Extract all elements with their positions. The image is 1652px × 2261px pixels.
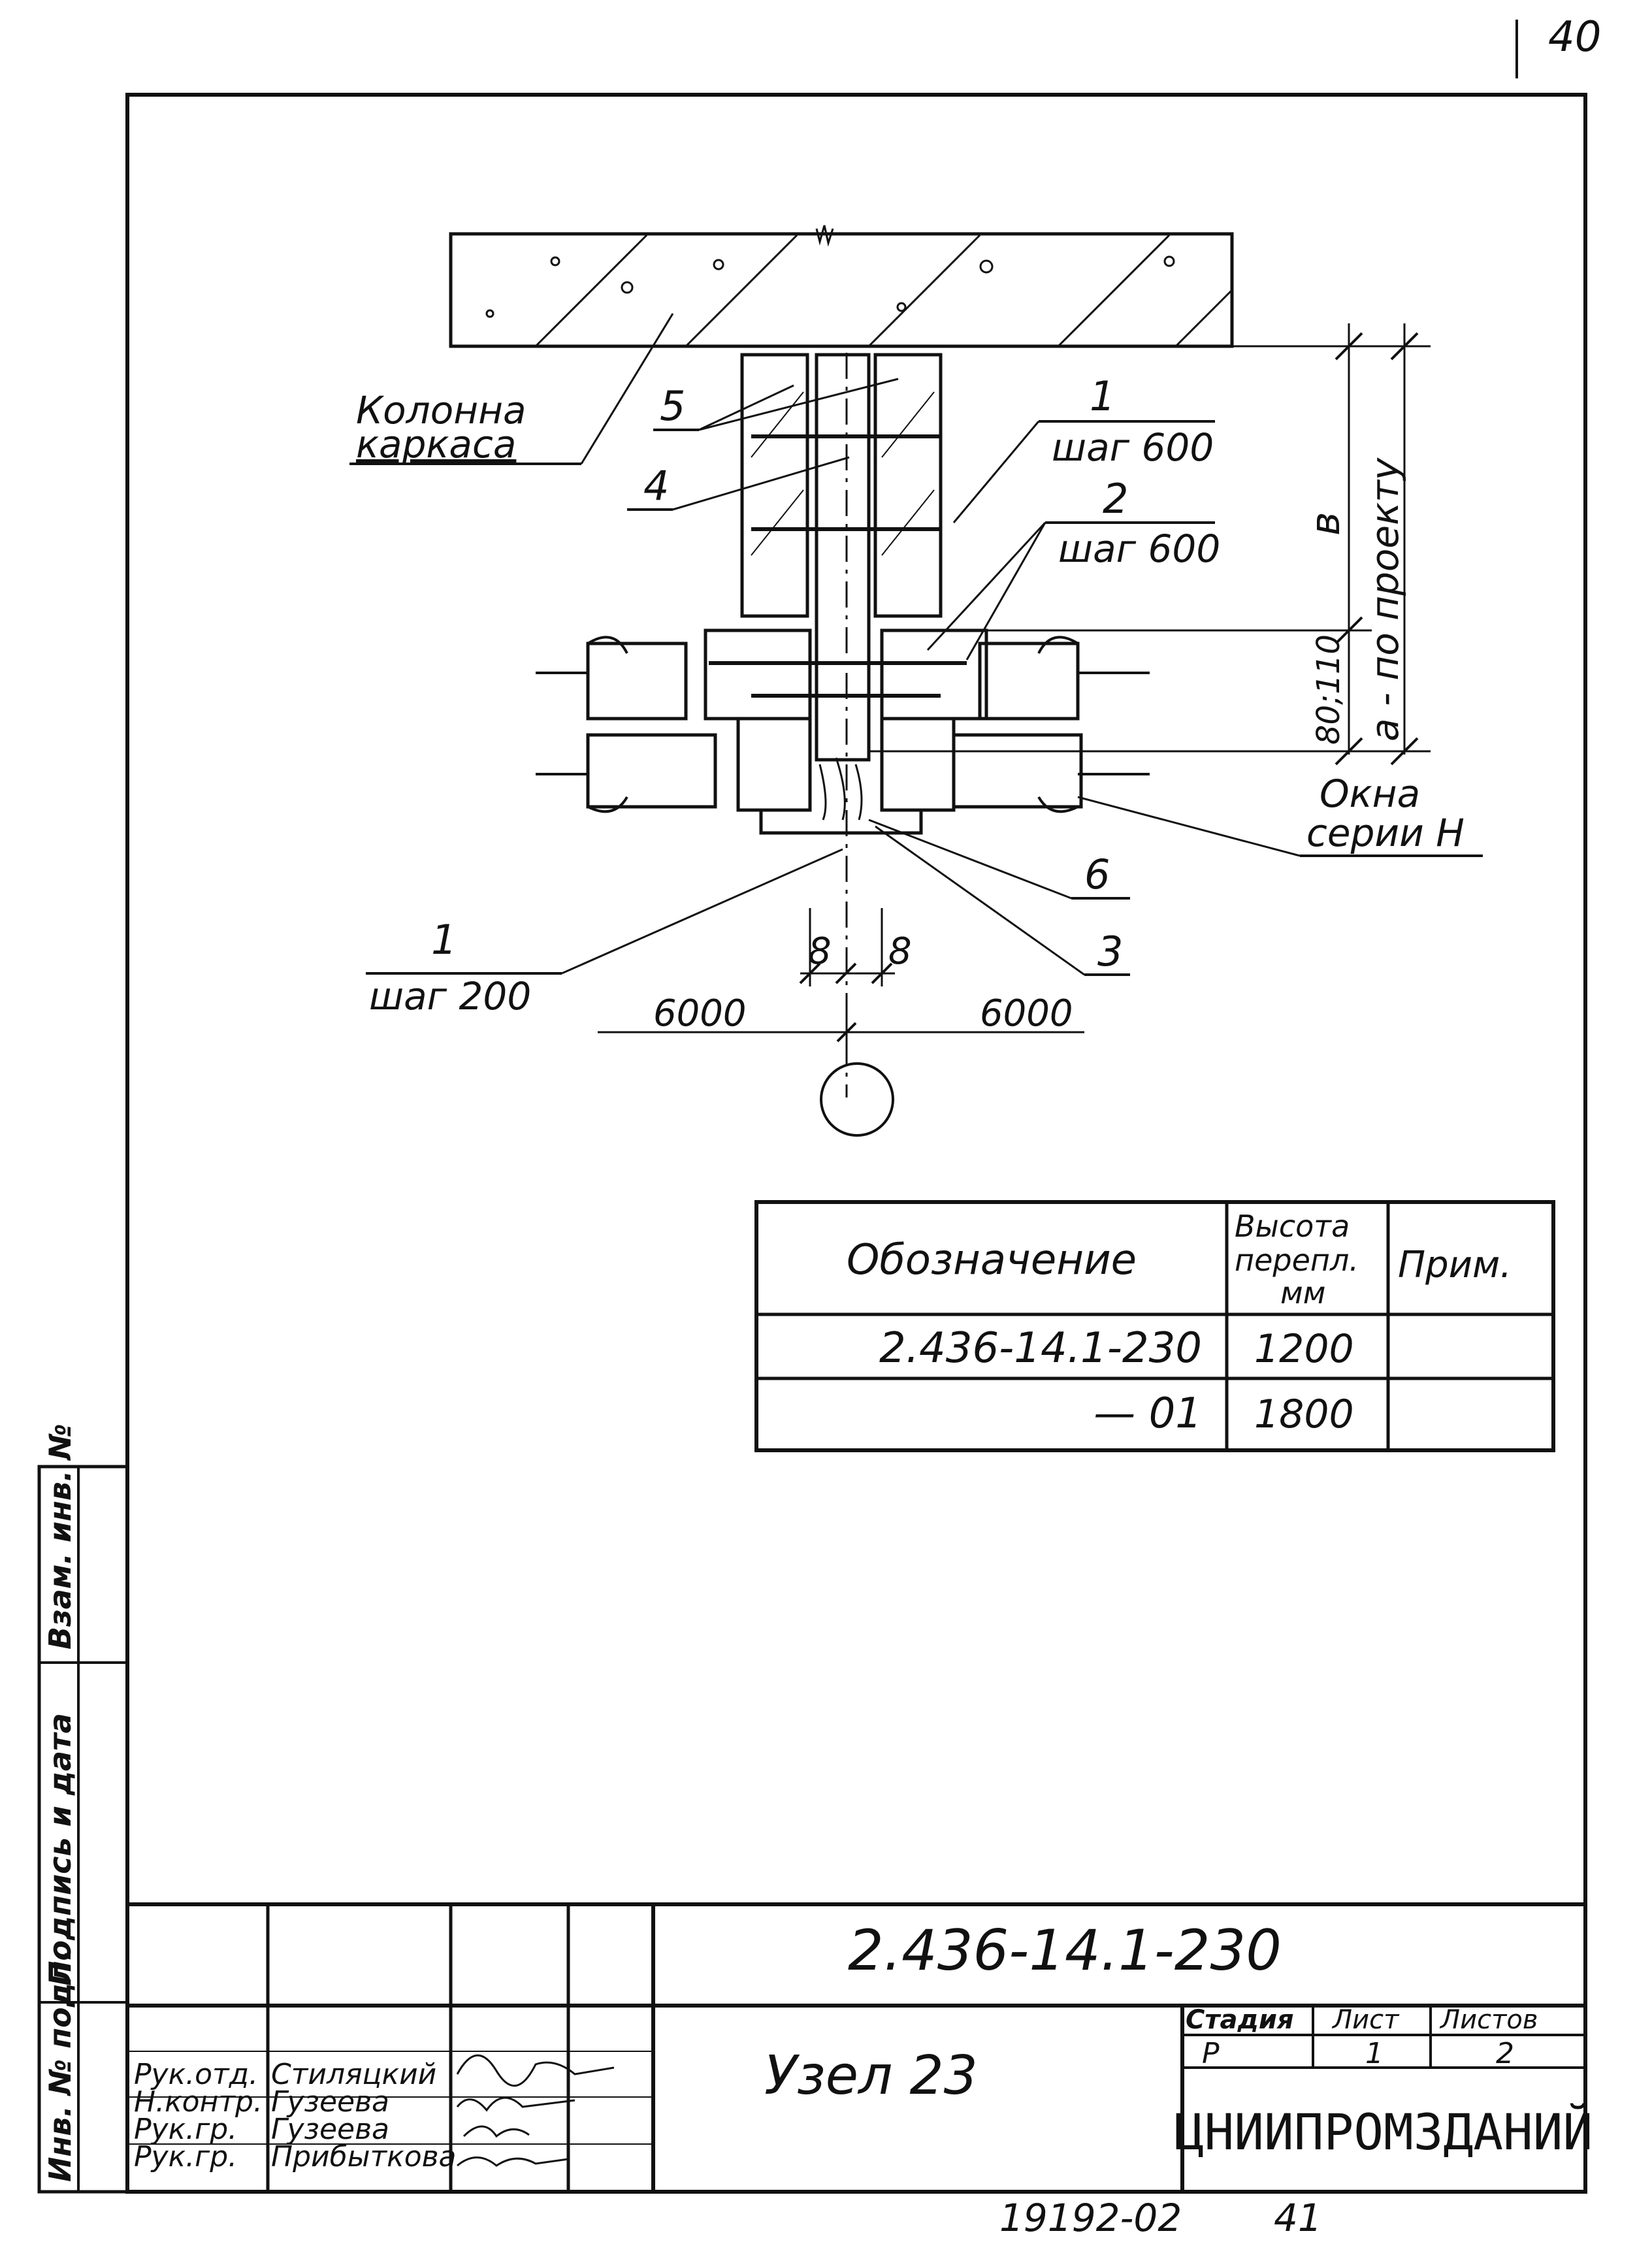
table-header-designation: Обозначение xyxy=(847,1236,1137,1284)
label-pos1-bottom: 1 xyxy=(431,916,457,964)
label-column-line2: каркаса xyxy=(356,422,516,466)
dim-small: 80;110 xyxy=(1310,634,1347,745)
table-header-note: Прим. xyxy=(1398,1244,1512,1286)
sheets-value: 2 xyxy=(1496,2037,1514,2070)
label-pos5: 5 xyxy=(660,382,685,430)
name-3: Гузеева xyxy=(271,2113,389,2146)
name-1: Стиляцкий xyxy=(271,2058,436,2091)
doc-code: 2.436-14.1-230 xyxy=(848,1918,1282,1983)
table-row1-height: 1200 xyxy=(1254,1326,1354,1372)
footer-code: 19192-02 xyxy=(999,2196,1182,2240)
col-sheets-header: Листов xyxy=(1439,2005,1538,2035)
dim-6000-left: 6000 xyxy=(653,992,747,1035)
side-stamp: Взам. инв. № Подпись и дата Инв. № подл. xyxy=(37,1423,129,2194)
label-pos6: 6 xyxy=(1084,851,1110,898)
stamp-signature-date: Подпись и дата xyxy=(42,1713,78,1986)
name-4: Прибыткова xyxy=(271,2140,457,2173)
spec-table: Обозначение Высота перепл. мм Прим. 2.43… xyxy=(754,1200,1555,1452)
stamp-replacement-inv: Взам. инв. № xyxy=(42,1423,78,1650)
table-row2-designation: — 01 xyxy=(1093,1390,1202,1438)
title-block: 2.436-14.1-230 Узел 23 Стадия Лист Листо… xyxy=(127,1902,1593,2240)
label-pos3: 3 xyxy=(1097,928,1123,975)
timber-centre-left xyxy=(815,353,871,762)
timber-right xyxy=(873,353,943,618)
table-header-height-line2: перепл. xyxy=(1235,1243,1359,1278)
dim-6000-right: 6000 xyxy=(980,992,1073,1035)
doc-title: Узел 23 xyxy=(764,2045,978,2107)
table-header-height-line1: Высота xyxy=(1235,1209,1350,1244)
dim-8-left: 8 xyxy=(808,930,832,973)
role-1: Рук.отд. xyxy=(134,2058,258,2091)
label-pos1-top: 1 xyxy=(1090,372,1115,420)
timber-left xyxy=(740,353,809,618)
top-page-number: 40 xyxy=(1548,13,1601,61)
role-4: Рук.гр. xyxy=(134,2140,237,2173)
signature-1 xyxy=(456,2054,615,2087)
signature-4 xyxy=(457,2156,569,2167)
drawing-frame xyxy=(125,93,1587,2194)
stage-value: Р xyxy=(1202,2037,1220,2070)
axis-marker-circle xyxy=(820,1062,894,1137)
table-row2-height: 1800 xyxy=(1254,1391,1354,1437)
table-header-height-line3: мм xyxy=(1280,1275,1325,1310)
col-sheet-header: Лист xyxy=(1331,2005,1400,2035)
label-column-line1: Колонна xyxy=(356,388,526,432)
dim-b: в xyxy=(1301,512,1349,536)
col-stage-header: Стадия xyxy=(1186,2005,1294,2035)
label-window-line2: серии Н xyxy=(1306,811,1465,855)
role-2: Н.контр. xyxy=(134,2085,263,2119)
role-3: Рук.гр. xyxy=(134,2113,237,2146)
label-step2: шаг 600 xyxy=(1058,527,1220,571)
dim-8-right: 8 xyxy=(888,930,912,973)
label-window-line1: Окна xyxy=(1320,772,1420,816)
sheet-value: 1 xyxy=(1365,2037,1384,2070)
organization-name: ЦНИИПРОМЗДАНИЙ xyxy=(1174,2102,1593,2161)
label-pos2: 2 xyxy=(1103,475,1128,523)
label-pos4: 4 xyxy=(643,462,669,510)
table-row1-designation: 2.436-14.1-230 xyxy=(879,1324,1202,1373)
stamp-original-inv: Инв. № подл. xyxy=(42,1949,78,2182)
name-2: Гузеева xyxy=(271,2085,389,2119)
footer-page: 41 xyxy=(1274,2196,1322,2240)
dim-a: а - по проекту xyxy=(1363,457,1407,741)
signature-3 xyxy=(462,2125,530,2138)
label-step1-bottom: шаг 200 xyxy=(369,974,531,1018)
node-drawing: Колонна каркаса 5 4 1 шаг 600 2 шаг 600 … xyxy=(349,225,1483,1137)
label-step1-top: шаг 600 xyxy=(1052,425,1214,470)
signature-2 xyxy=(456,2096,575,2112)
bottom-flashing xyxy=(759,810,923,835)
